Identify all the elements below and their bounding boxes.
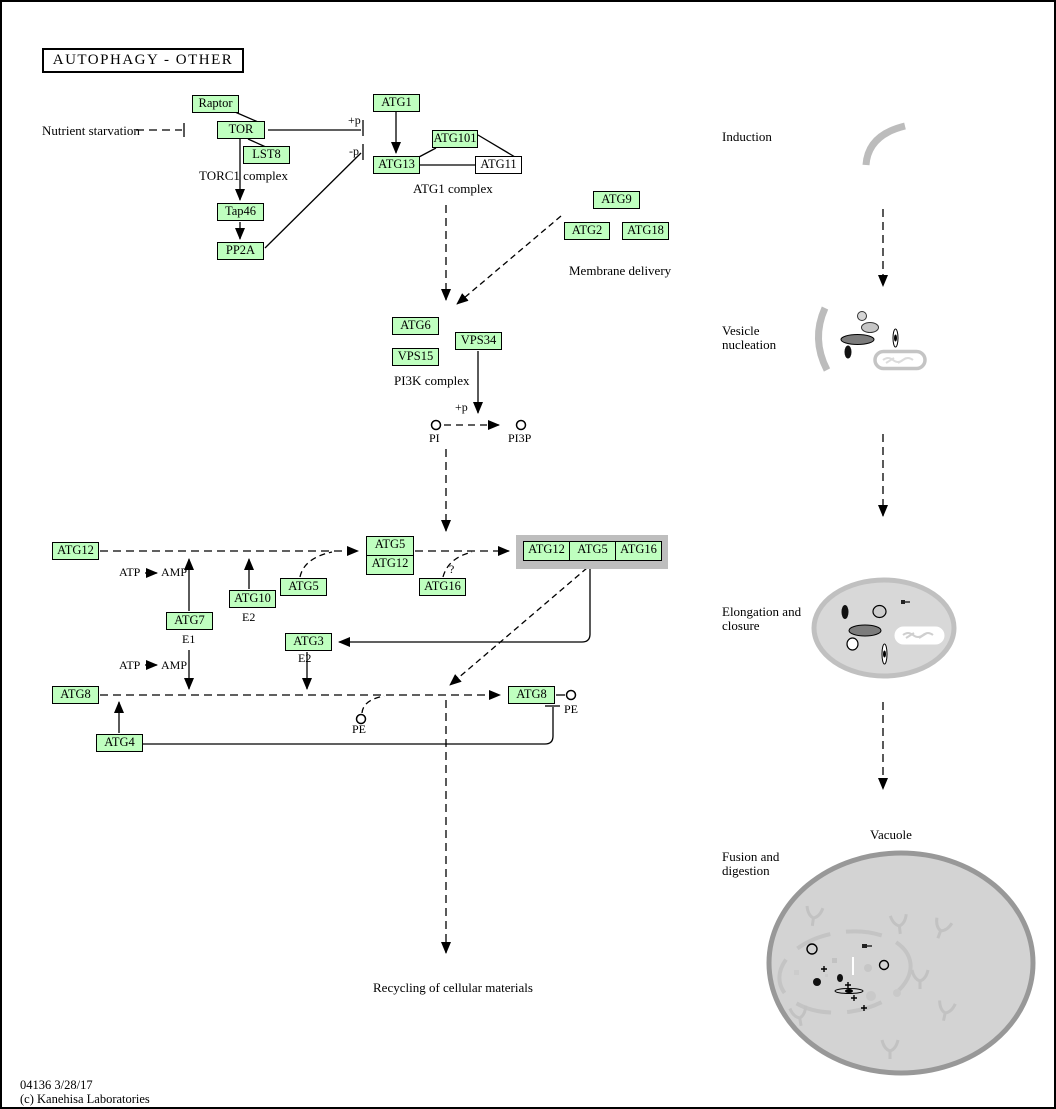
label-torc1-complex: TORC1 complex [199,168,288,183]
gene-box-atg101[interactable]: ATG101 [432,130,478,148]
label-pe-left: PE [352,722,367,736]
gene-box-raptor[interactable]: Raptor [192,95,239,113]
stage-label-elongation-closure: Elongation and closure [722,604,802,633]
label-minus-p: -p [349,144,359,158]
footer-copyright: (c) Kanehisa Laboratories [20,1092,150,1106]
pi-circle[interactable] [430,419,442,431]
vesicle-nucleation-organelles [814,306,927,372]
gene-box-atg5[interactable]: ATG5 [280,578,327,596]
atg5-atg12-conjugate: ATG5 ATG12 [366,536,414,575]
gene-box-vps15[interactable]: VPS15 [392,348,439,366]
label-question-mark: ? [449,562,455,576]
gene-box-atg8-right[interactable]: ATG8 [508,686,555,704]
induction-membrane-arc [862,122,906,166]
label-pi3p: PI3P [508,431,532,445]
pathway-title-box: AUTOPHAGY - OTHER [42,48,244,73]
atg12-atg5-atg16-complex: ATG12 ATG5 ATG16 [516,535,668,569]
stage-label-induction: Induction [722,129,772,144]
stage-label-vesicle-nucleation: Vesicle nucleation [722,323,777,352]
gene-box-complex-atg12[interactable]: ATG12 [523,541,570,561]
gene-box-atg6[interactable]: ATG6 [392,317,439,335]
pe-left-circle[interactable] [355,713,367,725]
vacuole-organelle [766,850,1036,1076]
gene-box-pp2a[interactable]: PP2A [217,242,264,260]
gene-box-complex-atg16[interactable]: ATG16 [615,541,662,561]
gene-box-atg7[interactable]: ATG7 [166,612,213,630]
gene-box-tor[interactable]: TOR [217,121,265,139]
label-atp-2: ATP [119,658,141,672]
label-plus-p-vps34: +p [455,400,468,414]
footer-pathway-id: 04136 3/28/17 [20,1078,93,1092]
gene-box-atg2[interactable]: ATG2 [564,222,610,240]
pe-right-circle[interactable] [565,689,577,701]
label-pi: PI [429,431,440,445]
gene-box-stack-atg5[interactable]: ATG5 [366,536,414,556]
gene-box-tap46[interactable]: Tap46 [217,203,264,221]
label-amp-2: AMP [161,658,188,672]
label-e2-atg10: E2 [242,610,256,624]
gene-box-atg18[interactable]: ATG18 [622,222,669,240]
gene-box-atg3[interactable]: ATG3 [285,633,332,651]
gene-box-atg1[interactable]: ATG1 [373,94,420,112]
gene-box-atg16[interactable]: ATG16 [419,578,466,596]
label-pe-right: PE [564,702,579,716]
gene-box-atg10[interactable]: ATG10 [229,590,276,608]
label-pi3k-complex: PI3K complex [394,373,470,388]
gene-box-atg11[interactable]: ATG11 [475,156,522,174]
label-nutrient-starvation: Nutrient starvation [42,123,140,138]
stage-label-fusion-digestion: Fusion and digestion [722,849,780,878]
gene-box-stack-atg12[interactable]: ATG12 [366,555,414,575]
label-e1: E1 [182,632,196,646]
gene-box-complex-atg5[interactable]: ATG5 [569,541,616,561]
connector-lines [100,111,888,954]
label-vacuole: Vacuole [870,827,912,842]
label-plus-p-tor: +p [348,113,361,127]
label-membrane-delivery: Membrane delivery [569,263,672,278]
gene-box-vps34[interactable]: VPS34 [455,332,502,350]
gene-box-atg9[interactable]: ATG9 [593,191,640,209]
label-atg1-complex: ATG1 complex [413,181,493,196]
label-recycling: Recycling of cellular materials [373,980,533,995]
label-e2-atg3: E2 [298,651,312,665]
pi3p-circle[interactable] [515,419,527,431]
gene-box-atg4[interactable]: ATG4 [96,734,143,752]
label-atp-1: ATP [119,565,141,579]
gene-box-lst8[interactable]: LST8 [243,146,290,164]
elongation-phagophore [811,577,957,679]
gene-box-atg13[interactable]: ATG13 [373,156,420,174]
gene-box-atg12[interactable]: ATG12 [52,542,99,560]
label-amp-1: AMP [161,565,188,579]
gene-box-atg8-left[interactable]: ATG8 [52,686,99,704]
